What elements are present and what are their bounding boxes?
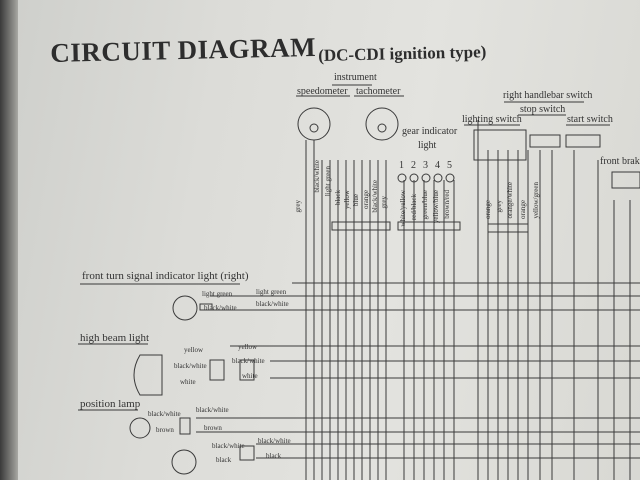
- label-start-switch: start switch: [567, 114, 613, 125]
- gear-number-5: 5: [447, 160, 452, 171]
- wire-label: red/black: [410, 194, 418, 221]
- wire-label: black/white: [232, 357, 265, 365]
- wire-label: yellow: [184, 346, 204, 354]
- wire-label: grey: [380, 196, 388, 209]
- label-instrument: instrument: [334, 72, 377, 83]
- wire-label: light green: [256, 288, 287, 296]
- label-speedometer: speedometer: [297, 86, 348, 97]
- wire-label: black/white: [174, 362, 207, 370]
- wire-label: black/white: [212, 442, 245, 450]
- wire-label: brown: [204, 424, 222, 432]
- manual-page: [18, 0, 640, 480]
- book-spine: [0, 0, 20, 480]
- label-tachometer: tachometer: [356, 86, 401, 97]
- wire-label: brown/red: [443, 190, 451, 219]
- wire-label: black/white: [371, 180, 379, 213]
- wire-label: yellow: [343, 190, 351, 210]
- wire-label: yellow/green: [532, 182, 540, 219]
- wire-label: yellow/blue: [432, 190, 440, 224]
- label-gear-light: light: [418, 140, 437, 151]
- label-front-turn-signal: front turn signal indicator light (right…: [82, 270, 249, 282]
- label-lighting-switch: lighting switch: [462, 114, 522, 125]
- wire-label: grey: [294, 200, 302, 213]
- wire-label: black/white: [148, 410, 181, 418]
- label-position-lamp: position lamp: [80, 398, 141, 410]
- wire-label: blue: [352, 194, 360, 207]
- wire-label: black/white: [313, 160, 321, 193]
- label-high-beam: high beam light: [80, 332, 150, 344]
- wire-label: orange: [519, 200, 527, 220]
- gear-number-4: 4: [435, 160, 440, 171]
- label-front-brake: front brake: [600, 156, 640, 167]
- wire-label: black/white: [258, 437, 291, 445]
- wire-label: black/white: [196, 406, 229, 414]
- wire-label: yellow: [238, 343, 258, 351]
- gear-number-3: 3: [423, 160, 428, 171]
- wire-label: white/yellow: [399, 190, 407, 227]
- wire-label: light green: [202, 290, 233, 298]
- wire-label: light green: [324, 166, 332, 197]
- wire-label: orange: [484, 200, 492, 220]
- wire-label: black: [266, 452, 282, 460]
- wire-label: orange/white: [506, 182, 514, 219]
- wire-label: green/blue: [421, 190, 429, 220]
- wire-label: black: [334, 190, 342, 206]
- wire-label: white: [180, 378, 196, 386]
- label-gear-indicator: gear indicator: [402, 126, 458, 137]
- gear-number-2: 2: [411, 160, 416, 171]
- wire-label: grey: [495, 200, 503, 213]
- label-stop-switch: stop switch: [520, 104, 566, 115]
- label-right-handlebar-switch: right handlebar switch: [503, 90, 593, 101]
- wire-label: orange: [362, 190, 370, 210]
- wire-label: black/white: [256, 300, 289, 308]
- gear-number-1: 1: [399, 160, 404, 171]
- wire-label: black/white: [204, 304, 237, 312]
- wire-label: black: [216, 456, 232, 464]
- wire-label: white: [242, 372, 258, 380]
- wire-label: brown: [156, 426, 174, 434]
